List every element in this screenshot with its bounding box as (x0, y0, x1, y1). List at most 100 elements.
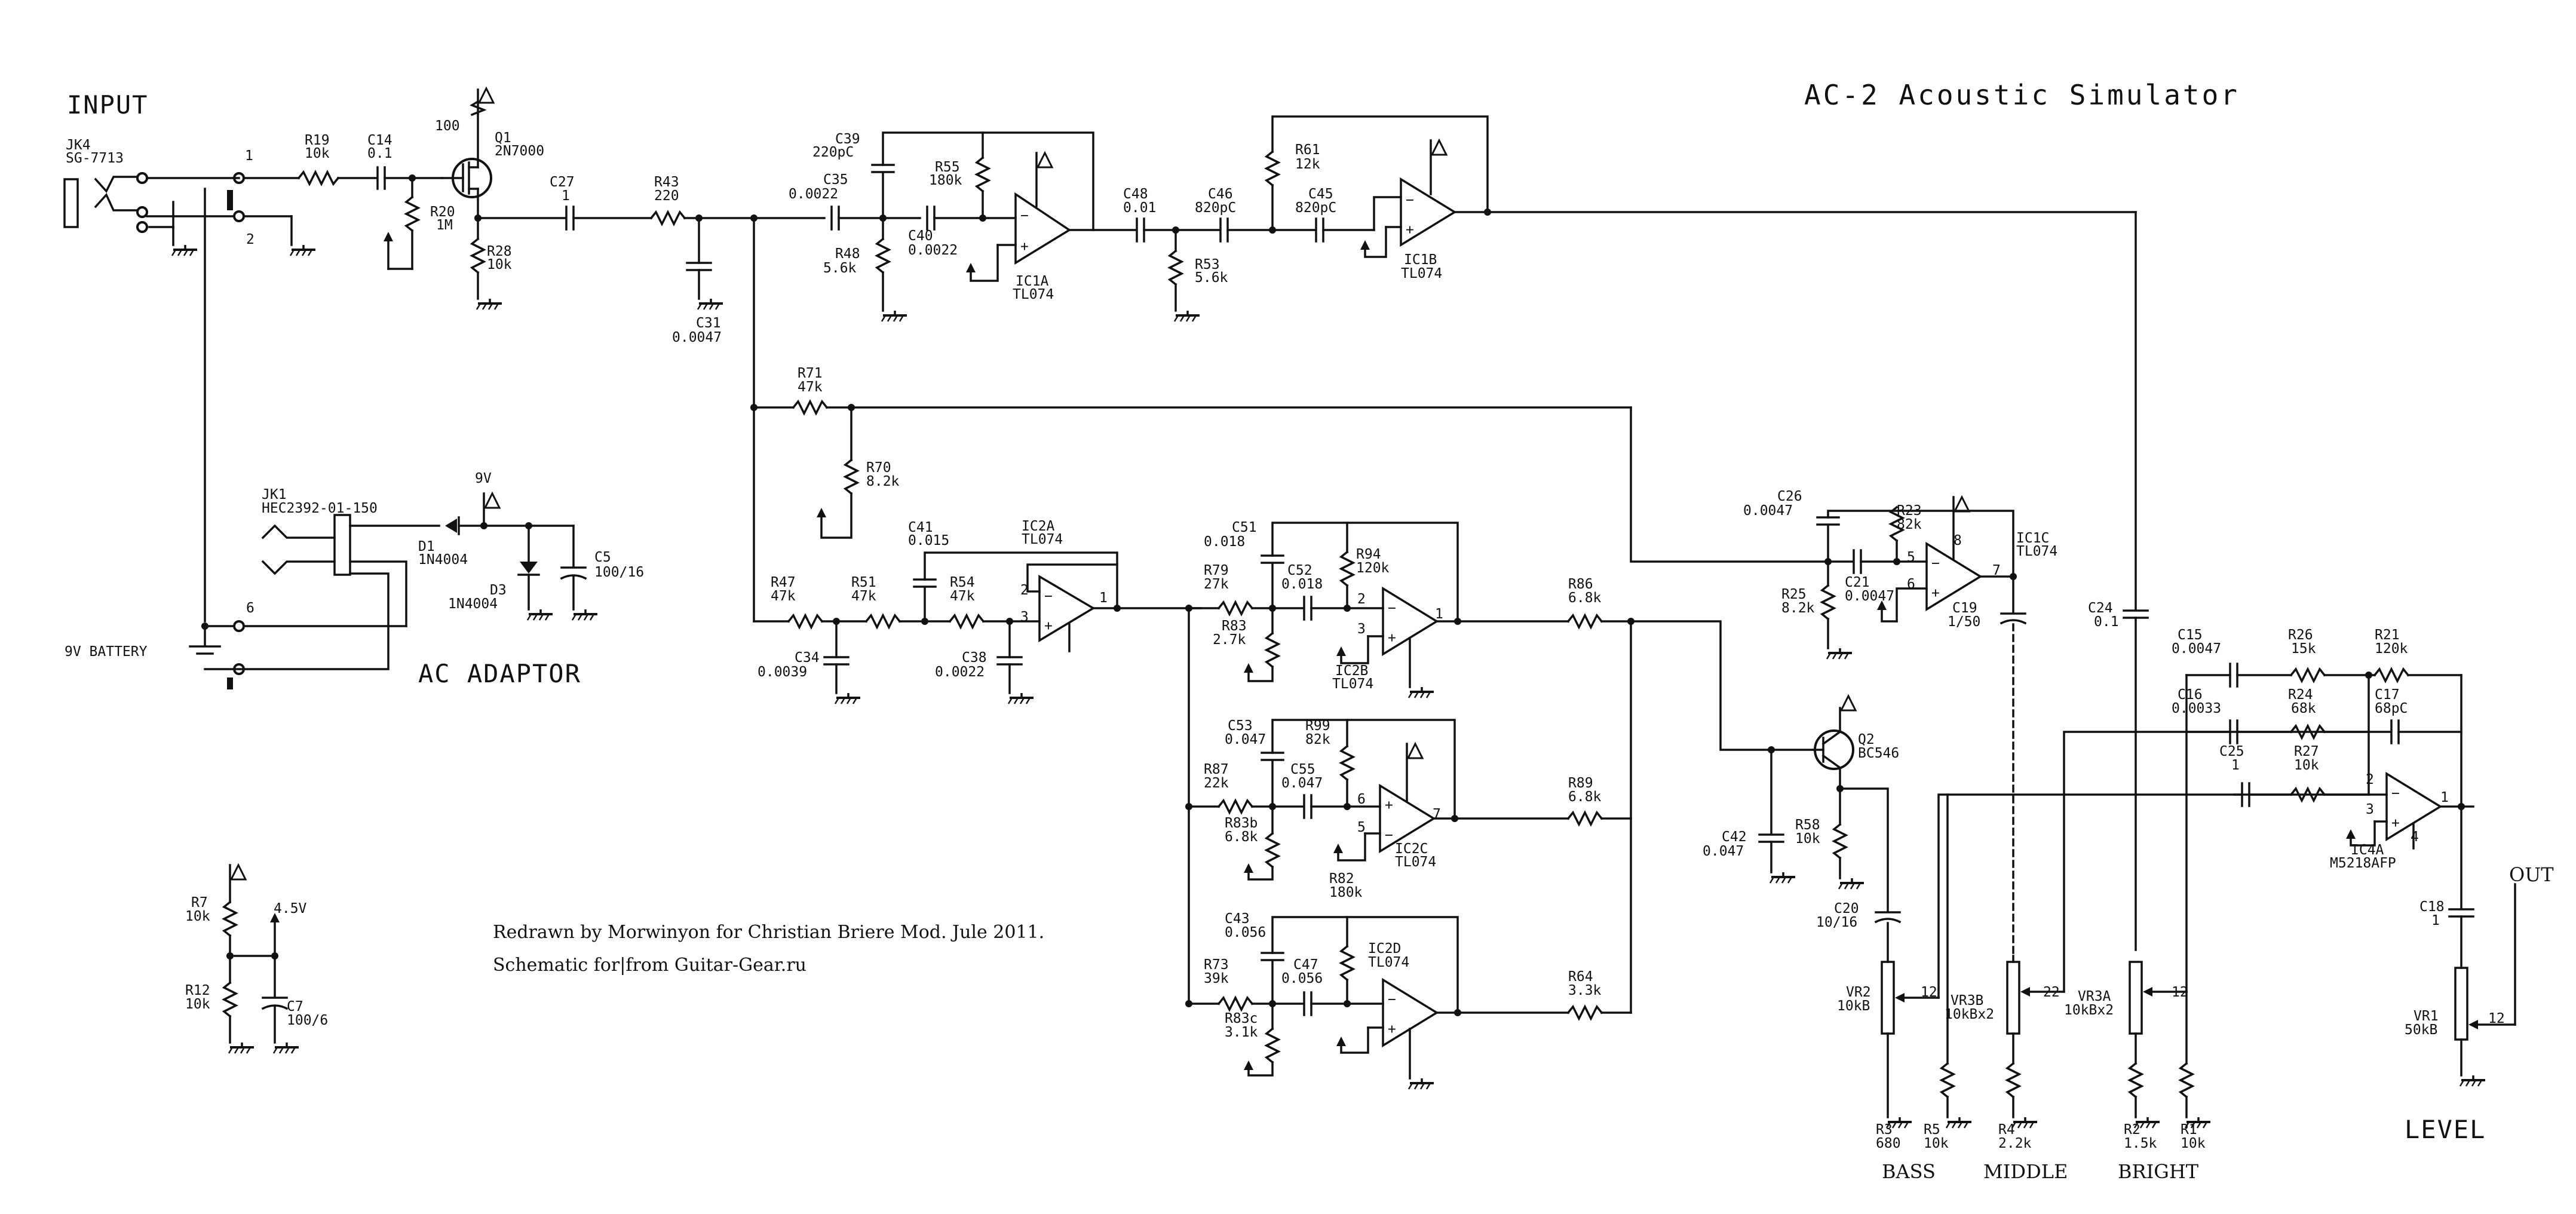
val-R1: 10k (2181, 1136, 2206, 1151)
input-label: INPUT (67, 90, 148, 119)
val-C41: 0.015 (908, 533, 949, 548)
ref-R87: R87 (1204, 762, 1229, 777)
circuit-drawing: − + − + (63, 87, 2516, 1129)
ref-R61: R61 (1295, 142, 1320, 158)
svg-text:6: 6 (1907, 577, 1915, 592)
ref-VR1: VR1 (2414, 1008, 2439, 1024)
ref-R12: R12 (185, 983, 210, 998)
ref-IC2D: IC2D (1368, 941, 1401, 957)
ref-R83c: R83c (1225, 1011, 1258, 1026)
ref-VR2: VR2 (1846, 985, 1871, 1000)
val-R99: 82k (1305, 732, 1330, 747)
svg-text:+: + (1385, 798, 1393, 813)
val-C26: 0.0047 (1743, 503, 1793, 519)
ref-C43: C43 (1225, 911, 1250, 927)
ref-R73: R73 (1204, 957, 1229, 973)
val-C42: 0.047 (1703, 844, 1744, 859)
val-R5: 10k (1924, 1136, 1949, 1151)
val-VR3B: 10kBx2 (1945, 1007, 1994, 1022)
svg-text:2: 2 (246, 232, 254, 247)
val-C18: 1 (2431, 913, 2440, 928)
svg-text:+: + (1020, 239, 1029, 255)
val-R51: 47k (851, 588, 876, 604)
ref-C18: C18 (2419, 899, 2445, 915)
title: AC-2 Acoustic Simulator (1804, 79, 2240, 111)
ref-R70: R70 (866, 460, 891, 476)
ref-C34: C34 (795, 650, 820, 666)
ref-C45: C45 (1308, 186, 1333, 202)
val-R70: 8.2k (866, 474, 900, 489)
ref-R51: R51 (851, 575, 876, 590)
ref-R71: R71 (798, 366, 823, 381)
ref-R28: R28 (487, 244, 512, 259)
val-C55: 0.047 (1281, 775, 1323, 791)
ref-C5: C5 (594, 550, 611, 565)
middle-label: MIDDLE (1983, 1160, 2068, 1183)
val-R79: 27k (1204, 577, 1229, 592)
ref-R20: R20 (430, 204, 455, 220)
input-jack-JK4 (63, 172, 317, 623)
svg-text:2: 2 (1357, 591, 1366, 607)
ref-C21: C21 (1845, 575, 1870, 590)
val-C5: 100/16 (594, 565, 644, 580)
ref-R19: R19 (305, 133, 330, 148)
svg-text:−: − (1931, 556, 1940, 571)
val-C35: 0.0022 (789, 186, 838, 202)
component-labels: JK4 SG-7713 R19 10k C14 0.1 R20 1M Q1 2N… (66, 130, 2445, 1151)
val-R20: 1M (436, 217, 453, 233)
ref-C39: C39 (835, 131, 860, 147)
ref-R4: R4 (1998, 1122, 2015, 1138)
svg-text:3: 3 (1020, 609, 1029, 625)
svg-text:3: 3 (2366, 802, 2374, 817)
ref-C20: C20 (1834, 901, 1859, 916)
val-C51: 0.018 (1204, 534, 1245, 550)
val-R43: 220 (654, 188, 679, 204)
svg-text:−: − (2391, 786, 2400, 801)
ref-C48: C48 (1123, 186, 1148, 202)
val-VR3A: 10kBx2 (2064, 1003, 2114, 1018)
val-C53: 0.047 (1225, 732, 1266, 747)
ref-C47: C47 (1293, 957, 1318, 973)
supply-4-5v: 4.5V (274, 901, 307, 916)
ref-C42: C42 (1722, 829, 1747, 845)
ref-R89: R89 (1568, 775, 1593, 791)
ref-R27: R27 (2294, 744, 2319, 759)
credit-line-1: Redrawn by Morwinyon for Christian Brier… (493, 922, 1044, 943)
val-R94: 120k (1356, 560, 1390, 576)
val-IC2D: TL074 (1368, 955, 1409, 970)
ref-C55: C55 (1290, 762, 1315, 777)
ref-C15: C15 (2178, 627, 2203, 643)
svg-text:6: 6 (246, 600, 254, 616)
val-VR2: 10kB (1837, 998, 1870, 1014)
val-R64: 3.3k (1568, 983, 1602, 998)
svg-text:+: + (1044, 618, 1053, 634)
ref-R43: R43 (654, 174, 679, 190)
ref-Q2: Q2 (1858, 732, 1875, 747)
val-C25: 1 (2231, 758, 2240, 773)
svg-text:+: + (1931, 585, 1940, 601)
ref-C26: C26 (1777, 489, 1802, 504)
svg-text:1: 1 (1435, 606, 1443, 622)
svg-text:7: 7 (1433, 807, 1441, 822)
ref-R83: R83 (1222, 618, 1247, 634)
svg-text:5: 5 (1357, 820, 1366, 835)
val-R4: 2.2k (1998, 1136, 2032, 1151)
svg-text:−: − (1385, 827, 1393, 843)
val-C15: 0.0047 (2172, 641, 2221, 657)
val-C47: 0.056 (1281, 971, 1323, 986)
val-IC1A: TL074 (1013, 287, 1054, 302)
bright-label: BRIGHT (2118, 1160, 2199, 1183)
ref-R64: R64 (1568, 969, 1593, 985)
val-C34: 0.0039 (758, 664, 807, 680)
ref-JK4: JK4 (66, 137, 91, 153)
val-C27: 1 (562, 188, 570, 204)
ref-R48: R48 (835, 246, 860, 262)
val-IC1B: TL074 (1401, 266, 1442, 281)
val-C7: 100/6 (287, 1013, 328, 1028)
val-R71: 47k (798, 379, 823, 395)
ref-C27: C27 (550, 174, 575, 190)
ref-C40: C40 (908, 228, 933, 244)
ref-C51: C51 (1232, 520, 1257, 535)
level-label: LEVEL (2405, 1115, 2486, 1144)
